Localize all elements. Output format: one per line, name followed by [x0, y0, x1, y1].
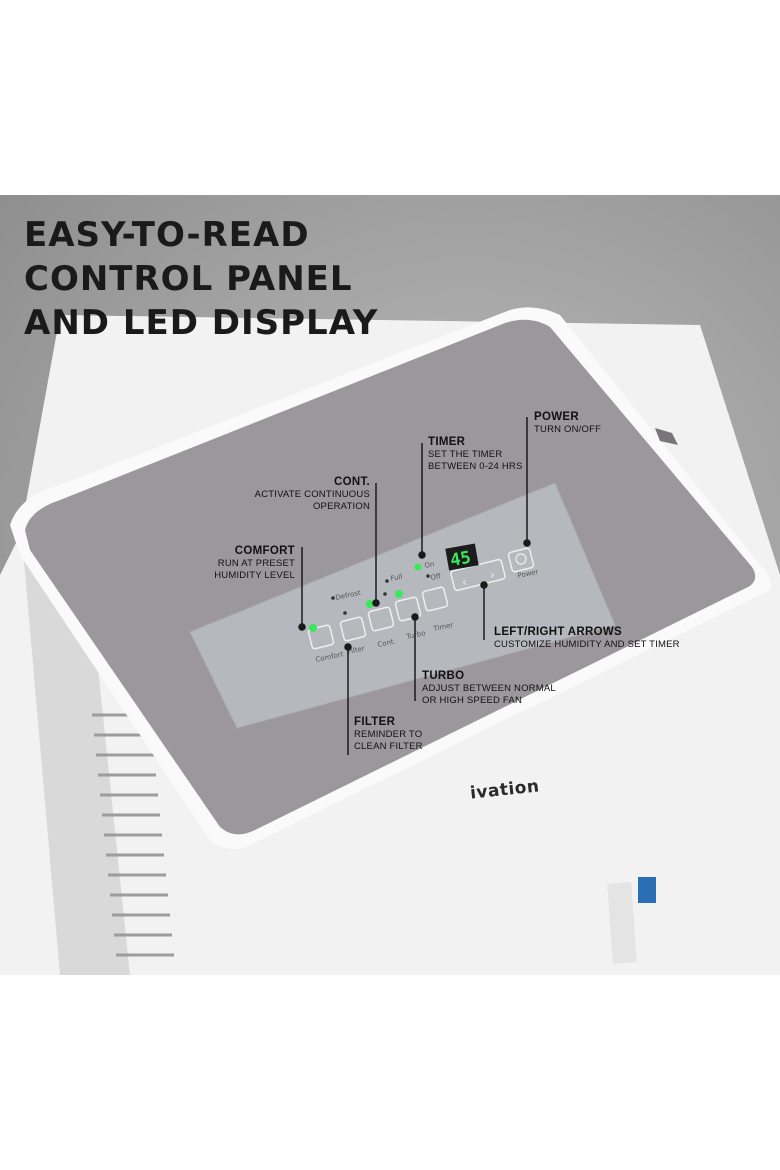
energy-star-icon	[638, 877, 656, 903]
label-off: Off	[430, 572, 442, 582]
callout-power: POWER TURN ON/OFF	[534, 410, 601, 436]
callout-cont-title: CONT.	[334, 476, 370, 488]
headline-line-1: EASY-TO-READ	[24, 215, 310, 255]
product-photo: ‹ › 45 Defrost Full On Off Comfort Filte…	[0, 195, 780, 975]
label-full: Full	[390, 573, 403, 583]
dehumidifier-illustration: ‹ › 45 Defrost Full On Off Comfort Filte…	[0, 307, 780, 975]
turbo-button[interactable]	[394, 596, 422, 622]
led-display	[445, 543, 479, 571]
label-filter: Filter	[347, 645, 366, 656]
callout-timer-desc-1: SET THE TIMER	[428, 449, 503, 460]
cont-leader-dot	[372, 599, 380, 607]
leader-lines	[298, 417, 531, 755]
left-arrow-icon: ‹	[462, 575, 467, 589]
label-on: On	[424, 560, 435, 570]
timer-on-indicator	[414, 563, 422, 571]
front-label-strip	[607, 882, 637, 964]
callout-timer-title: TIMER	[428, 436, 466, 448]
callout-cont: CONT. ACTIVATE CONTINUOUS OPERATION	[255, 475, 370, 513]
cont-button[interactable]	[367, 606, 395, 632]
defrost-dot	[331, 596, 335, 600]
callout-turbo-desc-1: ADJUST BETWEEN NORMAL	[422, 683, 556, 694]
filter-dot	[343, 611, 347, 615]
timer-button[interactable]	[421, 586, 449, 612]
comfort-leader-dot	[298, 623, 306, 631]
right-arrow-icon: ›	[490, 568, 495, 582]
callout-comfort-desc-1: RUN AT PRESET	[217, 558, 295, 569]
headline: EASY-TO-READ CONTROL PANEL AND LED DISPL…	[24, 213, 378, 345]
callout-turbo-title: TURBO	[422, 670, 465, 682]
callout-filter-title: FILTER	[354, 716, 396, 728]
callout-filter: FILTER REMINDER TO CLEAN FILTER	[354, 715, 423, 753]
turbo-leader-dot	[411, 613, 419, 621]
label-cont: Cont.	[377, 637, 397, 649]
timer-leader-dot	[418, 551, 426, 559]
callout-comfort-desc-2: HUMIDITY LEVEL	[214, 570, 295, 581]
callout-comfort-title: COMFORT	[234, 545, 295, 557]
callout-timer-desc-2: BETWEEN 0-24 HRS	[428, 461, 523, 472]
callout-filter-desc-2: CLEAN FILTER	[354, 741, 423, 752]
callout-arrows: LEFT/RIGHT ARROWS CUSTOMIZE HUMIDITY AND…	[494, 625, 680, 651]
lid-edge-accent	[655, 428, 678, 445]
callout-turbo: TURBO ADJUST BETWEEN NORMAL OR HIGH SPEE…	[422, 669, 556, 707]
headline-line-2: CONTROL PANEL	[24, 259, 353, 299]
callout-turbo-desc-2: OR HIGH SPEED FAN	[422, 695, 523, 706]
headline-line-3: AND LED DISPLAY	[24, 303, 379, 343]
filter-leader-dot	[344, 643, 352, 651]
callout-cont-desc-2: OPERATION	[312, 501, 370, 512]
arrows-leader-dot	[480, 581, 488, 589]
indicator-lights	[309, 563, 430, 632]
power-icon	[515, 553, 527, 565]
power-leader-dot	[523, 539, 531, 547]
callout-cont-desc-1: ACTIVATE CONTINUOUS	[254, 489, 370, 500]
led-readout: 45	[449, 548, 473, 571]
power-button[interactable]	[507, 547, 535, 573]
callout-timer: TIMER SET THE TIMER BETWEEN 0-24 HRS	[428, 435, 523, 473]
turbo-indicator	[395, 590, 403, 598]
full-dot-2	[383, 592, 387, 596]
callout-filter-desc-1: REMINDER TO	[354, 729, 423, 740]
control-panel	[189, 482, 616, 729]
callout-arrows-title: LEFT/RIGHT ARROWS	[494, 626, 622, 638]
callout-arrows-desc: CUSTOMIZE HUMIDITY AND SET TIMER	[494, 639, 680, 650]
comfort-button[interactable]	[307, 624, 335, 650]
callout-power-desc: TURN ON/OFF	[534, 424, 602, 435]
full-dot	[385, 579, 389, 583]
callout-comfort: COMFORT RUN AT PRESET HUMIDITY LEVEL	[214, 544, 295, 582]
unit-left-side	[20, 495, 130, 975]
filter-button[interactable]	[339, 616, 367, 642]
callout-power-title: POWER	[534, 411, 579, 423]
comfort-indicator	[309, 624, 317, 632]
timer-off-dot	[426, 574, 430, 578]
cont-indicator	[366, 600, 374, 608]
